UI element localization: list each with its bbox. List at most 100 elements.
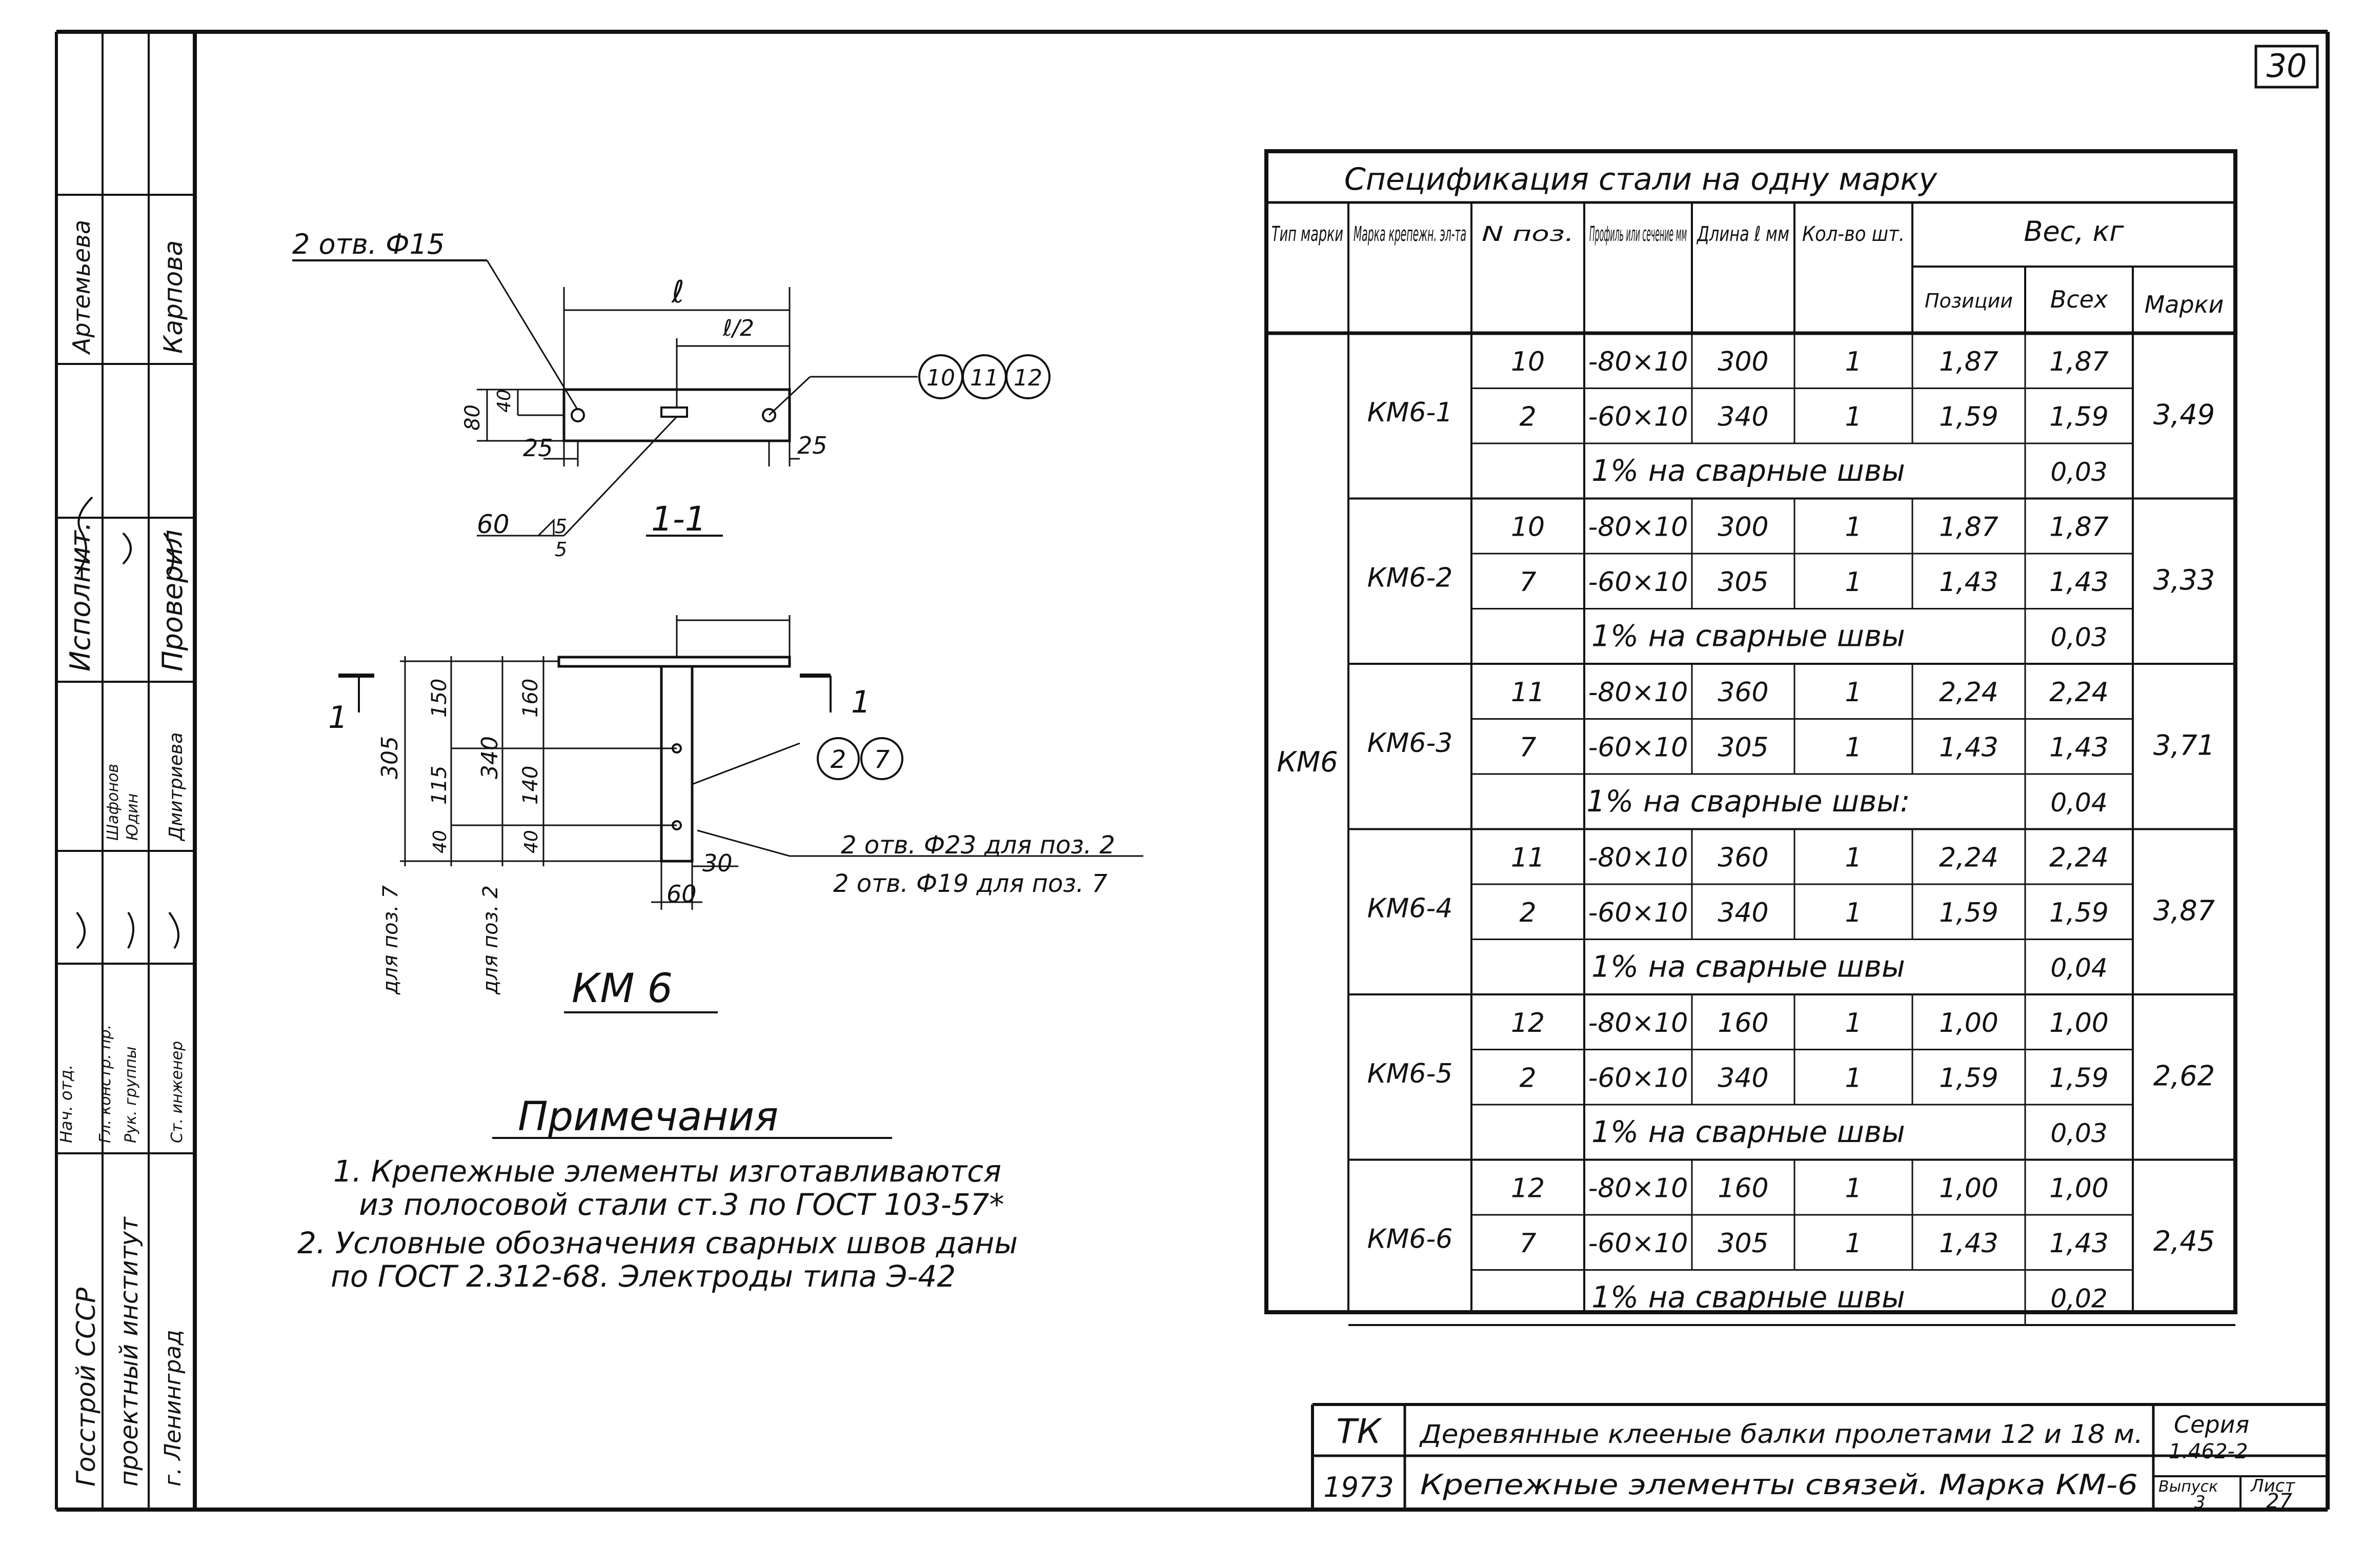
hdr-profile: Профиль или сечение мм: [1589, 222, 1687, 246]
spec-cell-w-pos: 2,24: [1939, 843, 1998, 873]
section-mark-right: 1: [851, 684, 871, 720]
dim-25-left: 25: [523, 434, 553, 462]
note-line-2: из полосовой стали ст.3 по ГОСТ 103-57*: [359, 1187, 1004, 1222]
spec-weld-text: 1% на сварные швы:: [1586, 784, 1910, 819]
spec-cell-w-all: 1,43: [2049, 1228, 2109, 1259]
spec-cell-qty: 1: [1845, 1008, 1862, 1038]
spec-cell-w-all: 1,43: [2049, 732, 2109, 763]
tb-sheet-value: 27: [2266, 1490, 2292, 1513]
spec-cell-w-all: 1,00: [2049, 1173, 2109, 1204]
spec-cell-w-pos: 1,43: [1939, 732, 1998, 763]
signature: [76, 496, 179, 949]
stamp-role-2: Гл. констр. пр.: [96, 1025, 114, 1143]
stamp-org-3: г. Ленинград: [160, 1330, 186, 1486]
spec-weld-text: 1% на сварные швы: [1591, 1114, 1905, 1149]
spec-cell-length: 305: [1718, 732, 1768, 763]
spec-cell-profile: -80×10: [1588, 512, 1688, 543]
dim-80: 80: [461, 404, 484, 431]
label-pos2: для поз. 2: [479, 885, 502, 995]
spec-cell-qty: 1: [1845, 843, 1862, 873]
detail-bottom: [338, 615, 1143, 1013]
spec-cell-w-all: 1,87: [2049, 512, 2109, 543]
tb-series-value: 1.462-2: [2169, 1440, 2248, 1463]
spec-cell-w-all: 1,87: [2049, 347, 2109, 377]
hdr-type: Тип марки: [1271, 222, 1343, 246]
spec-cell-qty: 1: [1845, 1228, 1862, 1259]
spec-weld-weight: 0,03: [2050, 457, 2107, 487]
spec-cell-w-pos: 1,59: [1939, 1063, 1998, 1094]
spec-cell-profile: -80×10: [1588, 677, 1688, 708]
dim-340: 340: [477, 736, 503, 779]
spec-weld-weight: 0,02: [2050, 1284, 2107, 1314]
spec-cell-profile: -60×10: [1588, 1063, 1688, 1094]
note-line-4: по ГОСТ 2.312-68. Электроды типа Э-42: [331, 1259, 956, 1294]
spec-cell-profile: -80×10: [1588, 843, 1688, 873]
spec-cell-length: 300: [1718, 512, 1768, 543]
title-block: [1311, 1403, 2328, 1510]
spec-mark: КМ6-6: [1367, 1224, 1453, 1255]
spec-weld-text: 1% на сварные швы: [1591, 1280, 1905, 1315]
stamp-role-4: Ст. инженер: [168, 1041, 186, 1143]
spec-cell-w-pos: 1,43: [1939, 567, 1998, 598]
tb-line1: Деревянные клееные балки пролетами 12 и …: [1419, 1419, 2143, 1449]
stamp-role-3: Рук. группы: [122, 1046, 140, 1143]
spec-cell-profile: -80×10: [1588, 347, 1688, 377]
spec-mark: КМ6-3: [1367, 728, 1453, 759]
dim-150: 150: [428, 679, 451, 718]
weld-5b: 5: [555, 538, 567, 561]
hdr-length: Длина ℓ мм: [1696, 222, 1789, 246]
spec-mark: КМ6-2: [1367, 563, 1453, 594]
holes-bottom-1: 2 отв. Ф23 для поз. 2: [841, 831, 1115, 860]
spec-title: Спецификация стали на одну марку: [1344, 161, 1938, 197]
callout-10: 10: [926, 365, 955, 391]
spec-cell-pos: 12: [1511, 1008, 1545, 1038]
spec-cell-qty: 1: [1845, 1063, 1862, 1094]
spec-weld-weight: 0,04: [2050, 788, 2107, 818]
spec-cell-pos: 7: [1519, 567, 1536, 598]
spec-weld-text: 1% на сварные швы: [1591, 453, 1905, 488]
spec-cell-pos: 7: [1519, 1228, 1536, 1259]
dim-60: 60: [667, 880, 697, 908]
spec-cell-w-pos: 2,24: [1939, 677, 1998, 708]
dim-305: 305: [377, 736, 403, 779]
spec-cell-qty: 1: [1845, 347, 1862, 377]
spec-cell-w-all: 1,00: [2049, 1008, 2109, 1038]
spec-cell-profile: -60×10: [1588, 898, 1688, 928]
spec-cell-qty: 1: [1845, 402, 1862, 433]
spec-mark-weight: 3,71: [2153, 729, 2215, 761]
hdr-w-mark: Марки: [2145, 291, 2224, 318]
weld-60: 60: [477, 510, 510, 539]
callout-top: [918, 354, 1051, 399]
spec-cell-length: 340: [1718, 1063, 1768, 1094]
spec-mark-weight: 2,45: [2153, 1225, 2215, 1257]
weld-5a: 5: [555, 515, 567, 538]
spec-cell-w-all: 1,59: [2049, 898, 2109, 928]
spec-mark-weight: 3,49: [2153, 398, 2215, 431]
spec-mark: КМ6-5: [1367, 1058, 1453, 1089]
stamp-org-1: Госстрой СССР: [71, 1287, 101, 1486]
spec-cell-pos: 2: [1519, 898, 1536, 928]
callout-11: 11: [970, 365, 999, 391]
notes-title: Примечания: [518, 1094, 778, 1140]
tb-sheet-label: Лист: [2250, 1476, 2295, 1496]
spec-cell-w-pos: 1,87: [1939, 347, 1998, 377]
spec-weld-weight: 0,03: [2050, 623, 2107, 653]
spec-cell-length: 360: [1718, 843, 1768, 873]
dim-40: 40: [494, 389, 515, 413]
callout-12: 12: [1014, 365, 1042, 391]
spec-cell-length: 340: [1718, 402, 1768, 433]
hdr-weight: Вес, кг: [2024, 215, 2124, 248]
tb-series-label: Серия: [2174, 1411, 2249, 1438]
spec-cell-w-pos: 1,43: [1939, 1228, 1998, 1259]
stamp-name-3: Юдин: [124, 793, 142, 841]
spec-weld-weight: 0,03: [2050, 1118, 2107, 1148]
spec-cell-w-pos: 1,00: [1939, 1173, 1998, 1204]
dim-25-right: 25: [797, 432, 827, 459]
dim-140: 140: [519, 766, 542, 805]
spec-cell-profile: -60×10: [1588, 567, 1688, 598]
spec-mark-weight: 3,33: [2153, 564, 2215, 596]
spec-cell-length: 300: [1718, 347, 1768, 377]
spec-cell-qty: 1: [1845, 732, 1862, 763]
